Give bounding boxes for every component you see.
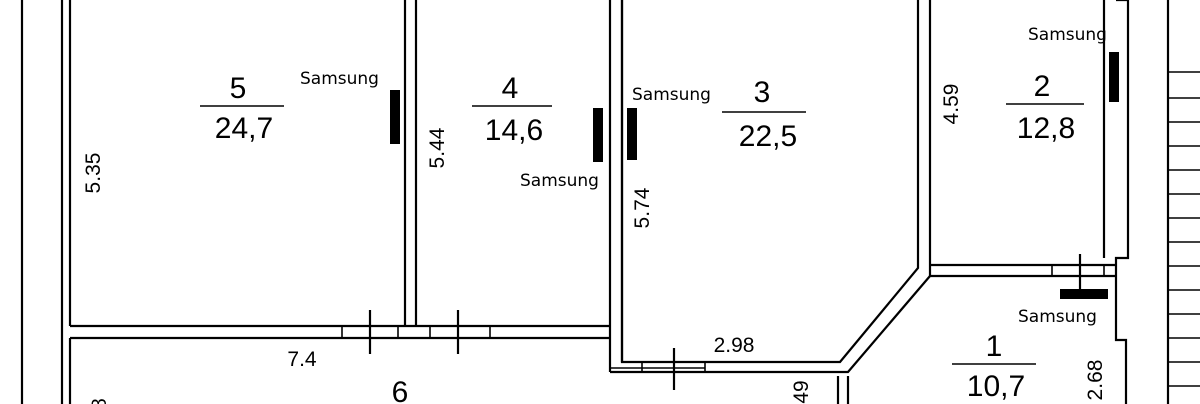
room-6-number: 6 [392,376,409,404]
dimension-corridor-width: 7.4 [287,348,317,371]
dimension-room2-height: 4.59 [940,84,963,125]
dimension-labels: 5.35 5.44 5.74 4.59 7.4 2.98 2.68 49 8 [82,84,1107,404]
tv-markers [390,52,1119,299]
tv-labels: Samsung Samsung Samsung Samsung Samsung [300,25,1107,327]
tv-icon-room5 [390,90,400,144]
dimension-room3-height: 5.74 [631,187,654,228]
tv-label-room2: Samsung [1028,25,1107,45]
tv-label-room5: Samsung [300,69,379,89]
room-3-number: 3 [754,76,771,109]
wall-room3-outline-inner [620,0,920,364]
room-1-number: 1 [986,330,1003,363]
room-5-area: 24,7 [215,112,273,145]
tv-label-room4: Samsung [520,171,599,191]
room-4-area: 14,6 [485,114,543,147]
room-3-area: 22,5 [739,120,797,153]
dimension-room3-bottom: 2.98 [714,334,755,357]
tv-label-room3: Samsung [632,85,711,105]
tv-icon-room1 [1060,289,1108,299]
room-5-number: 5 [230,72,247,105]
dimension-room4-height: 5.44 [426,127,449,168]
tv-icon-room3 [627,108,637,160]
dimension-room5-height: 5.35 [82,153,105,194]
wall-room2-right [1114,0,1130,404]
room-1-area: 10,7 [967,370,1025,403]
tv-icon-room2 [1109,52,1119,102]
walls [20,0,1200,404]
tv-label-room1: Samsung [1018,307,1097,327]
dimension-room1-height: 2.68 [1084,360,1107,401]
room-labels: 5 24,7 4 14,6 3 22,5 2 12,8 1 10,7 6 [200,70,1084,404]
room-4-number: 4 [502,72,519,105]
dimension-lower-partial: 49 [790,380,813,403]
tv-icon-room4 [593,108,603,162]
wall-room3-outline-outer [610,275,931,374]
dimension-left-partial: 8 [88,398,111,404]
room-2-area: 12,8 [1017,112,1075,145]
room-2-number: 2 [1034,70,1051,103]
